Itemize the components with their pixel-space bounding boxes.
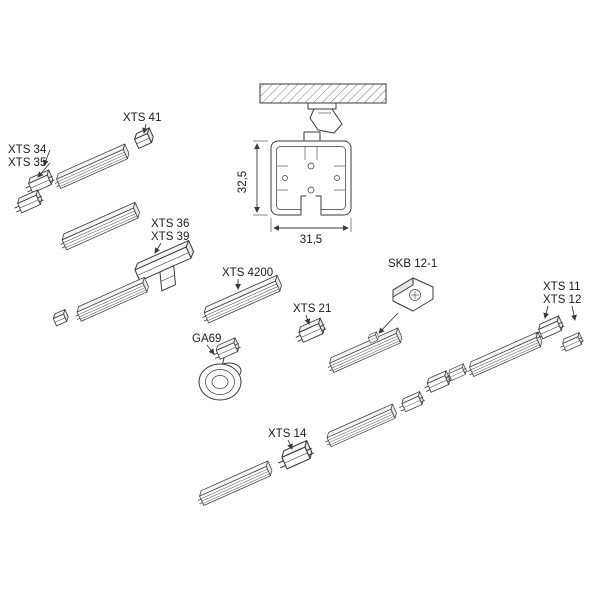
label-xts21: XTS 21 [293, 303, 331, 315]
part-rail-1 [51, 143, 132, 191]
label-xts36: XTS 36 [151, 218, 189, 230]
part-clip-left [51, 309, 71, 327]
ceiling-mount-section: 32,5 31,5 [237, 83, 387, 246]
part-coupler-c [396, 390, 426, 414]
part-connector-xts14 [274, 439, 316, 472]
label-xts35: XTS 35 [8, 157, 46, 169]
track-profile-cross-section [270, 140, 352, 216]
label-xts39: XTS 39 [151, 231, 189, 243]
part-rail-2 [57, 201, 142, 252]
dim-width-label: 31,5 [300, 234, 322, 246]
label-xts14: XTS 14 [268, 428, 307, 440]
part-rail-5 [464, 331, 545, 379]
label-xts11: XTS 11 [543, 281, 581, 293]
part-rail-3 [72, 276, 151, 323]
dim-height-label: 32,5 [237, 171, 249, 193]
dim-width: 31,5 [270, 218, 352, 246]
label-ga69: GA69 [192, 333, 221, 345]
part-spotlight-ga69 [198, 337, 242, 401]
label-skb12-1: SKB 12-1 [388, 258, 437, 270]
ceiling-clip [307, 102, 343, 134]
part-coupler-a [421, 370, 453, 395]
label-xts12: XTS 12 [543, 294, 581, 306]
part-rail-xts4200 [199, 274, 284, 325]
label-xts41: XTS 41 [123, 112, 161, 124]
dim-height: 32,5 [237, 140, 268, 216]
part-endcap-xts41 [132, 127, 156, 149]
part-connector-xts12 [557, 331, 585, 354]
ceiling-slab [259, 83, 387, 104]
part-rail-7 [194, 460, 275, 508]
label-xts4200: XTS 4200 [222, 267, 273, 279]
part-rail-6 [322, 403, 399, 449]
leader-arrows [37, 123, 577, 450]
label-xts34: XTS 34 [8, 144, 47, 156]
part-connector-xts34 [22, 169, 56, 195]
part-connector-xts21 [292, 317, 328, 345]
part-connector-xts35 [11, 189, 45, 215]
part-rail-4 [324, 327, 405, 375]
part-bracket-skb12-1 [392, 277, 434, 312]
profile-mount-tab [303, 131, 321, 142]
